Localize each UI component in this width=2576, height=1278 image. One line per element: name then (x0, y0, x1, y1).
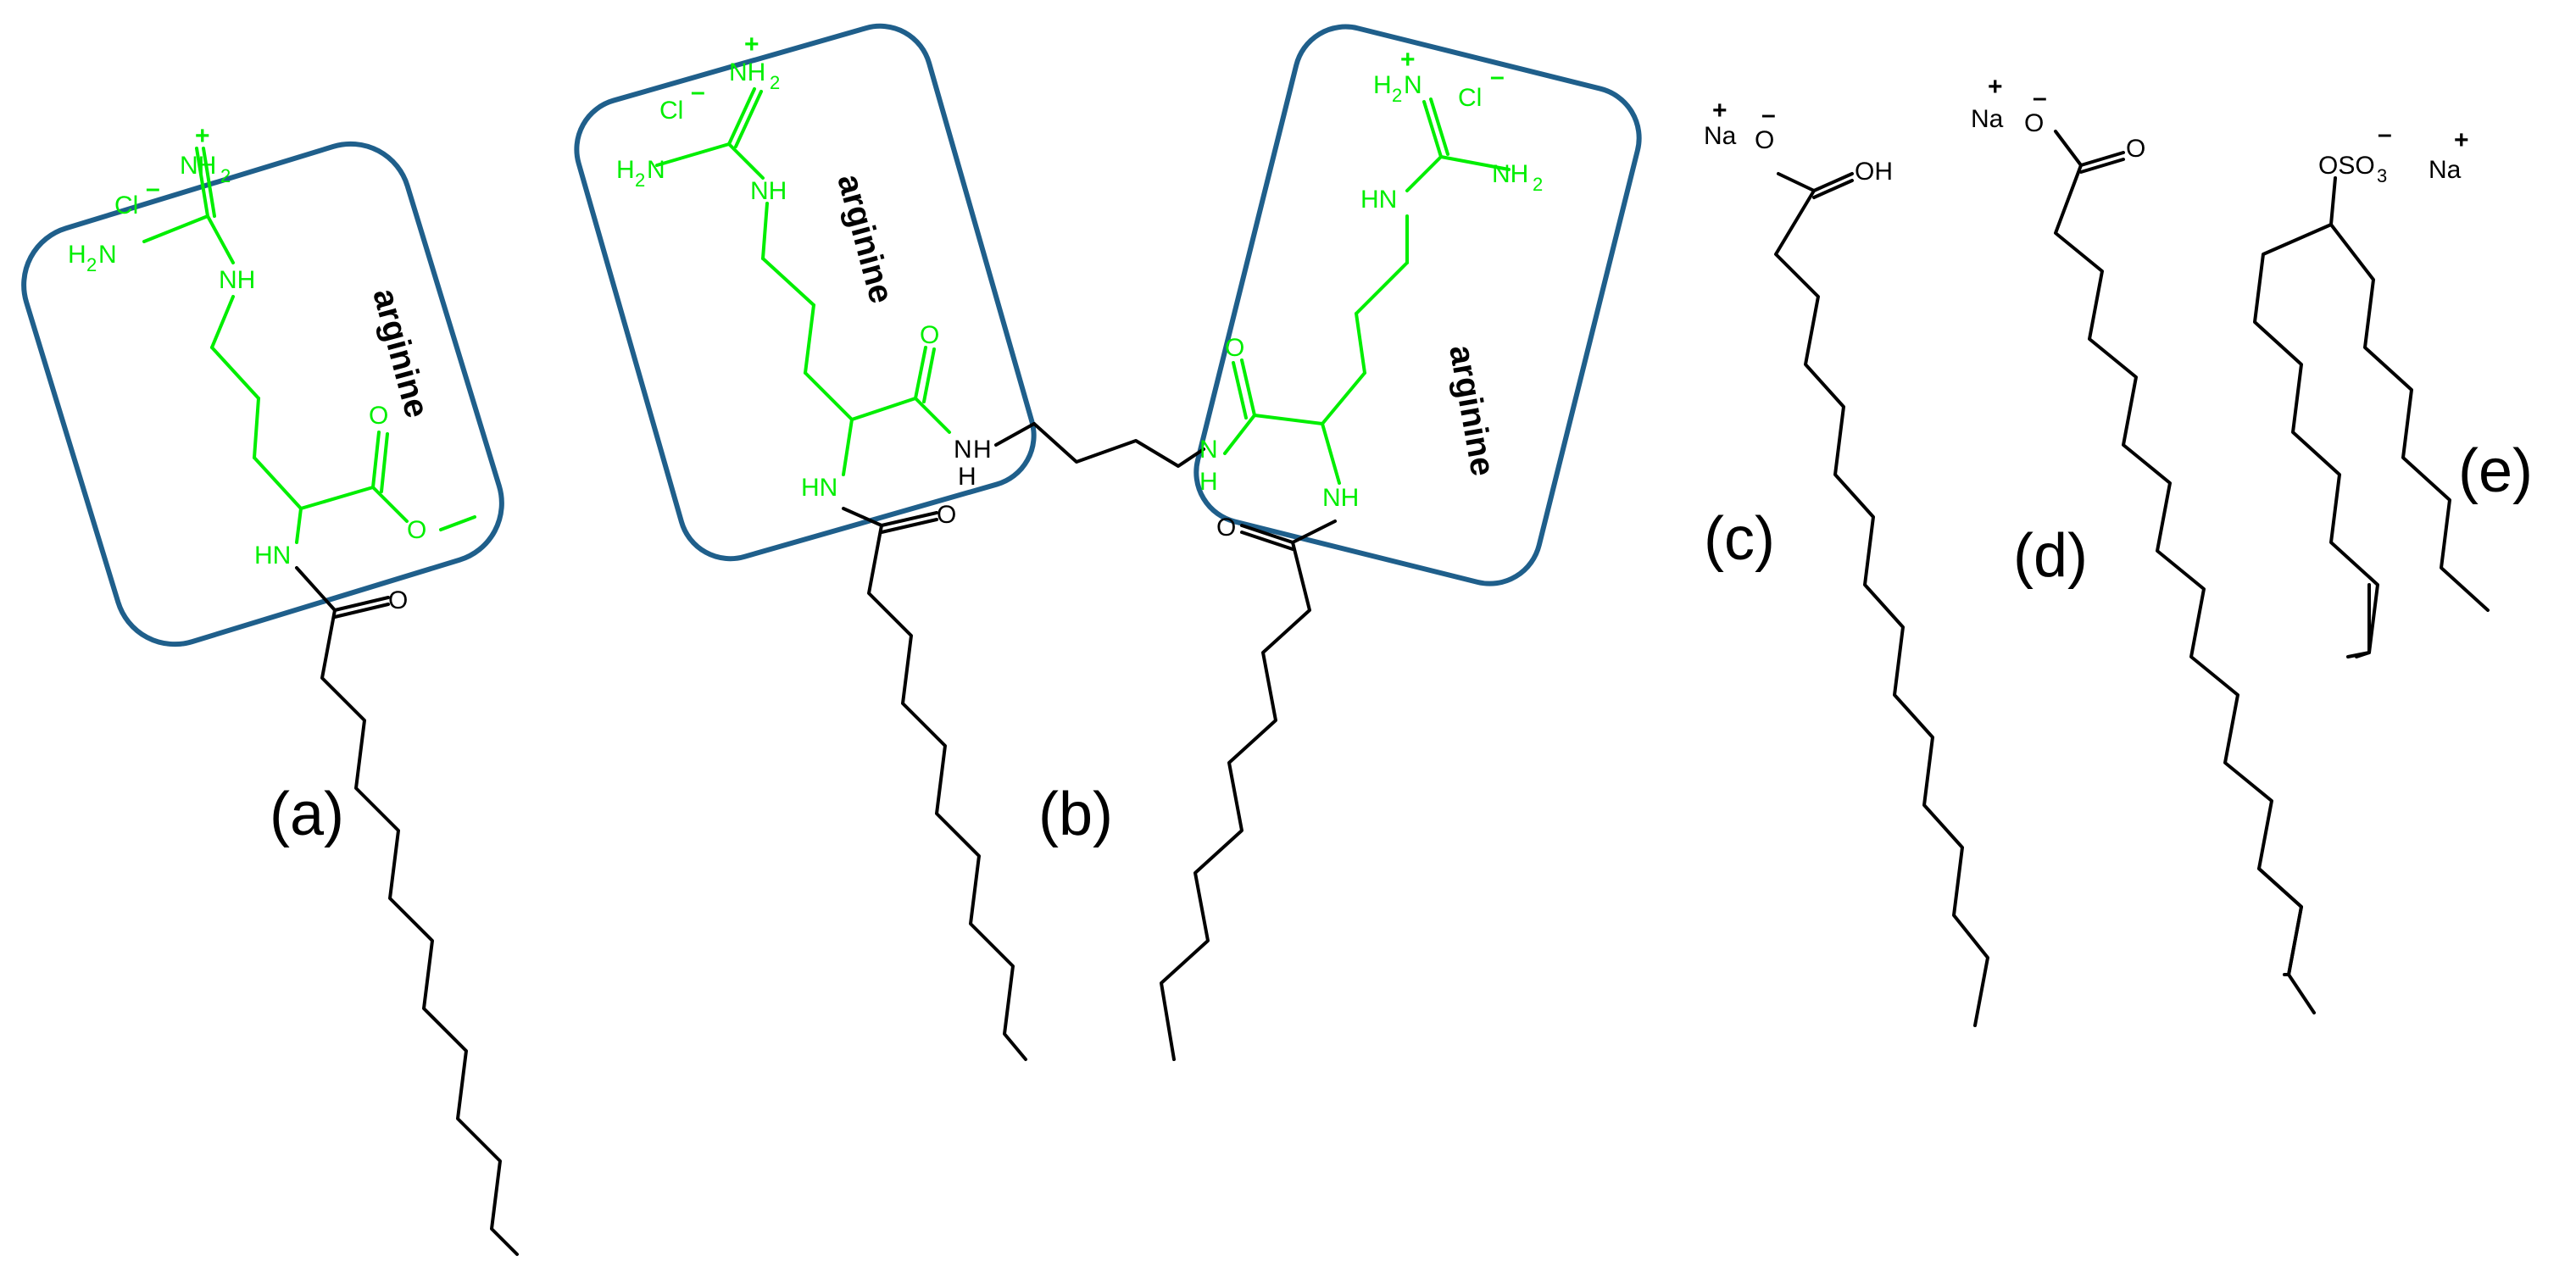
plus-e: + (2454, 126, 2469, 154)
chloride-b2: Cl (1458, 84, 1482, 112)
bond (195, 147, 209, 218)
minus-b2: – (1490, 63, 1505, 91)
o-d1: O (2024, 109, 2044, 137)
h2n-b1: H (616, 156, 635, 184)
chloride-a: Cl (114, 192, 138, 219)
hn-b2: HN (1360, 186, 1397, 214)
h-b1a: H (973, 436, 992, 464)
nh2-b2: NH (1492, 160, 1528, 188)
sub-2: 2 (770, 72, 780, 93)
molecule-d: Na + O – O (d) (1971, 73, 2316, 1014)
n-b2: N (1199, 436, 1218, 464)
minus-a: – (146, 175, 160, 203)
panel-label-d: (d) (2013, 522, 2088, 590)
h2n-a: H (68, 241, 86, 269)
plus-b1: + (744, 31, 759, 58)
minus-c: – (1761, 101, 1776, 129)
molecule-c: Na + O – OH (c) (1704, 97, 1989, 1027)
o-b3: O (937, 501, 956, 529)
panel-label-b: (b) (1038, 781, 1113, 848)
sodium-d: Na (1971, 105, 2004, 133)
plus-b2: + (1400, 46, 1416, 74)
n-label: N (98, 241, 117, 269)
n-label: N (647, 156, 665, 184)
chloride-b1: Cl (659, 97, 683, 125)
n-b1: N (954, 436, 972, 464)
nh2-a: NH (180, 152, 216, 180)
o-b1: O (920, 321, 939, 349)
molecule-e: OSO 3 – Na + (e) (2253, 120, 2533, 658)
nh-b2: NH (1322, 484, 1359, 512)
arginine-box-a (21, 141, 504, 647)
o-a2: O (407, 516, 426, 544)
sub-2: 2 (220, 165, 231, 186)
hn-a: HN (254, 542, 291, 570)
hn-b1: HN (801, 474, 837, 502)
nh-b1: NH (750, 177, 787, 205)
panel-label-a: (a) (270, 781, 344, 848)
o-a1: O (369, 402, 388, 430)
arginine-label-b-left: arginine (830, 170, 900, 308)
minus-d: – (2033, 84, 2047, 112)
o-b2: O (1225, 334, 1244, 362)
h2n-b2: H (1373, 71, 1392, 99)
panel-label-c: (c) (1704, 505, 1775, 573)
minus-b1: – (691, 78, 705, 106)
plus-a: + (195, 122, 210, 150)
sodium-c: Na (1704, 122, 1737, 150)
sub-2: 2 (86, 254, 97, 275)
nh2-b1: NH (729, 58, 765, 86)
oh-c: OH (1855, 158, 1893, 186)
o-c1: O (1755, 126, 1774, 154)
arginine-label-b-right: arginine (1442, 342, 1501, 479)
minus-e: – (2378, 120, 2392, 148)
o-d2: O (2126, 135, 2145, 163)
molecule-a: arginine Cl – NH 2 + H 2 N NH O O HN (21, 122, 519, 1256)
n-label: N (1404, 71, 1422, 99)
arginine-box-b-right (1193, 24, 1642, 586)
sub-3: 3 (2377, 165, 2387, 186)
sub-2: 2 (1392, 85, 1402, 106)
h-b1b: H (958, 463, 976, 491)
o-a3: O (388, 586, 408, 614)
o-b4: O (1216, 514, 1236, 542)
sub-2: 2 (1533, 174, 1543, 195)
plus-d: + (1988, 73, 2003, 101)
molecule-b: arginine arginine + NH 2 Cl – H 2 N NH O… (574, 23, 1642, 1061)
panel-label-e: (e) (2458, 437, 2533, 505)
sodium-e: Na (2429, 156, 2462, 184)
oso3-e: OSO (2318, 152, 2375, 180)
plus-c: + (1712, 97, 1728, 125)
h-b2: H (1199, 468, 1218, 496)
sub-2: 2 (635, 169, 645, 191)
nh-a: NH (219, 266, 255, 294)
